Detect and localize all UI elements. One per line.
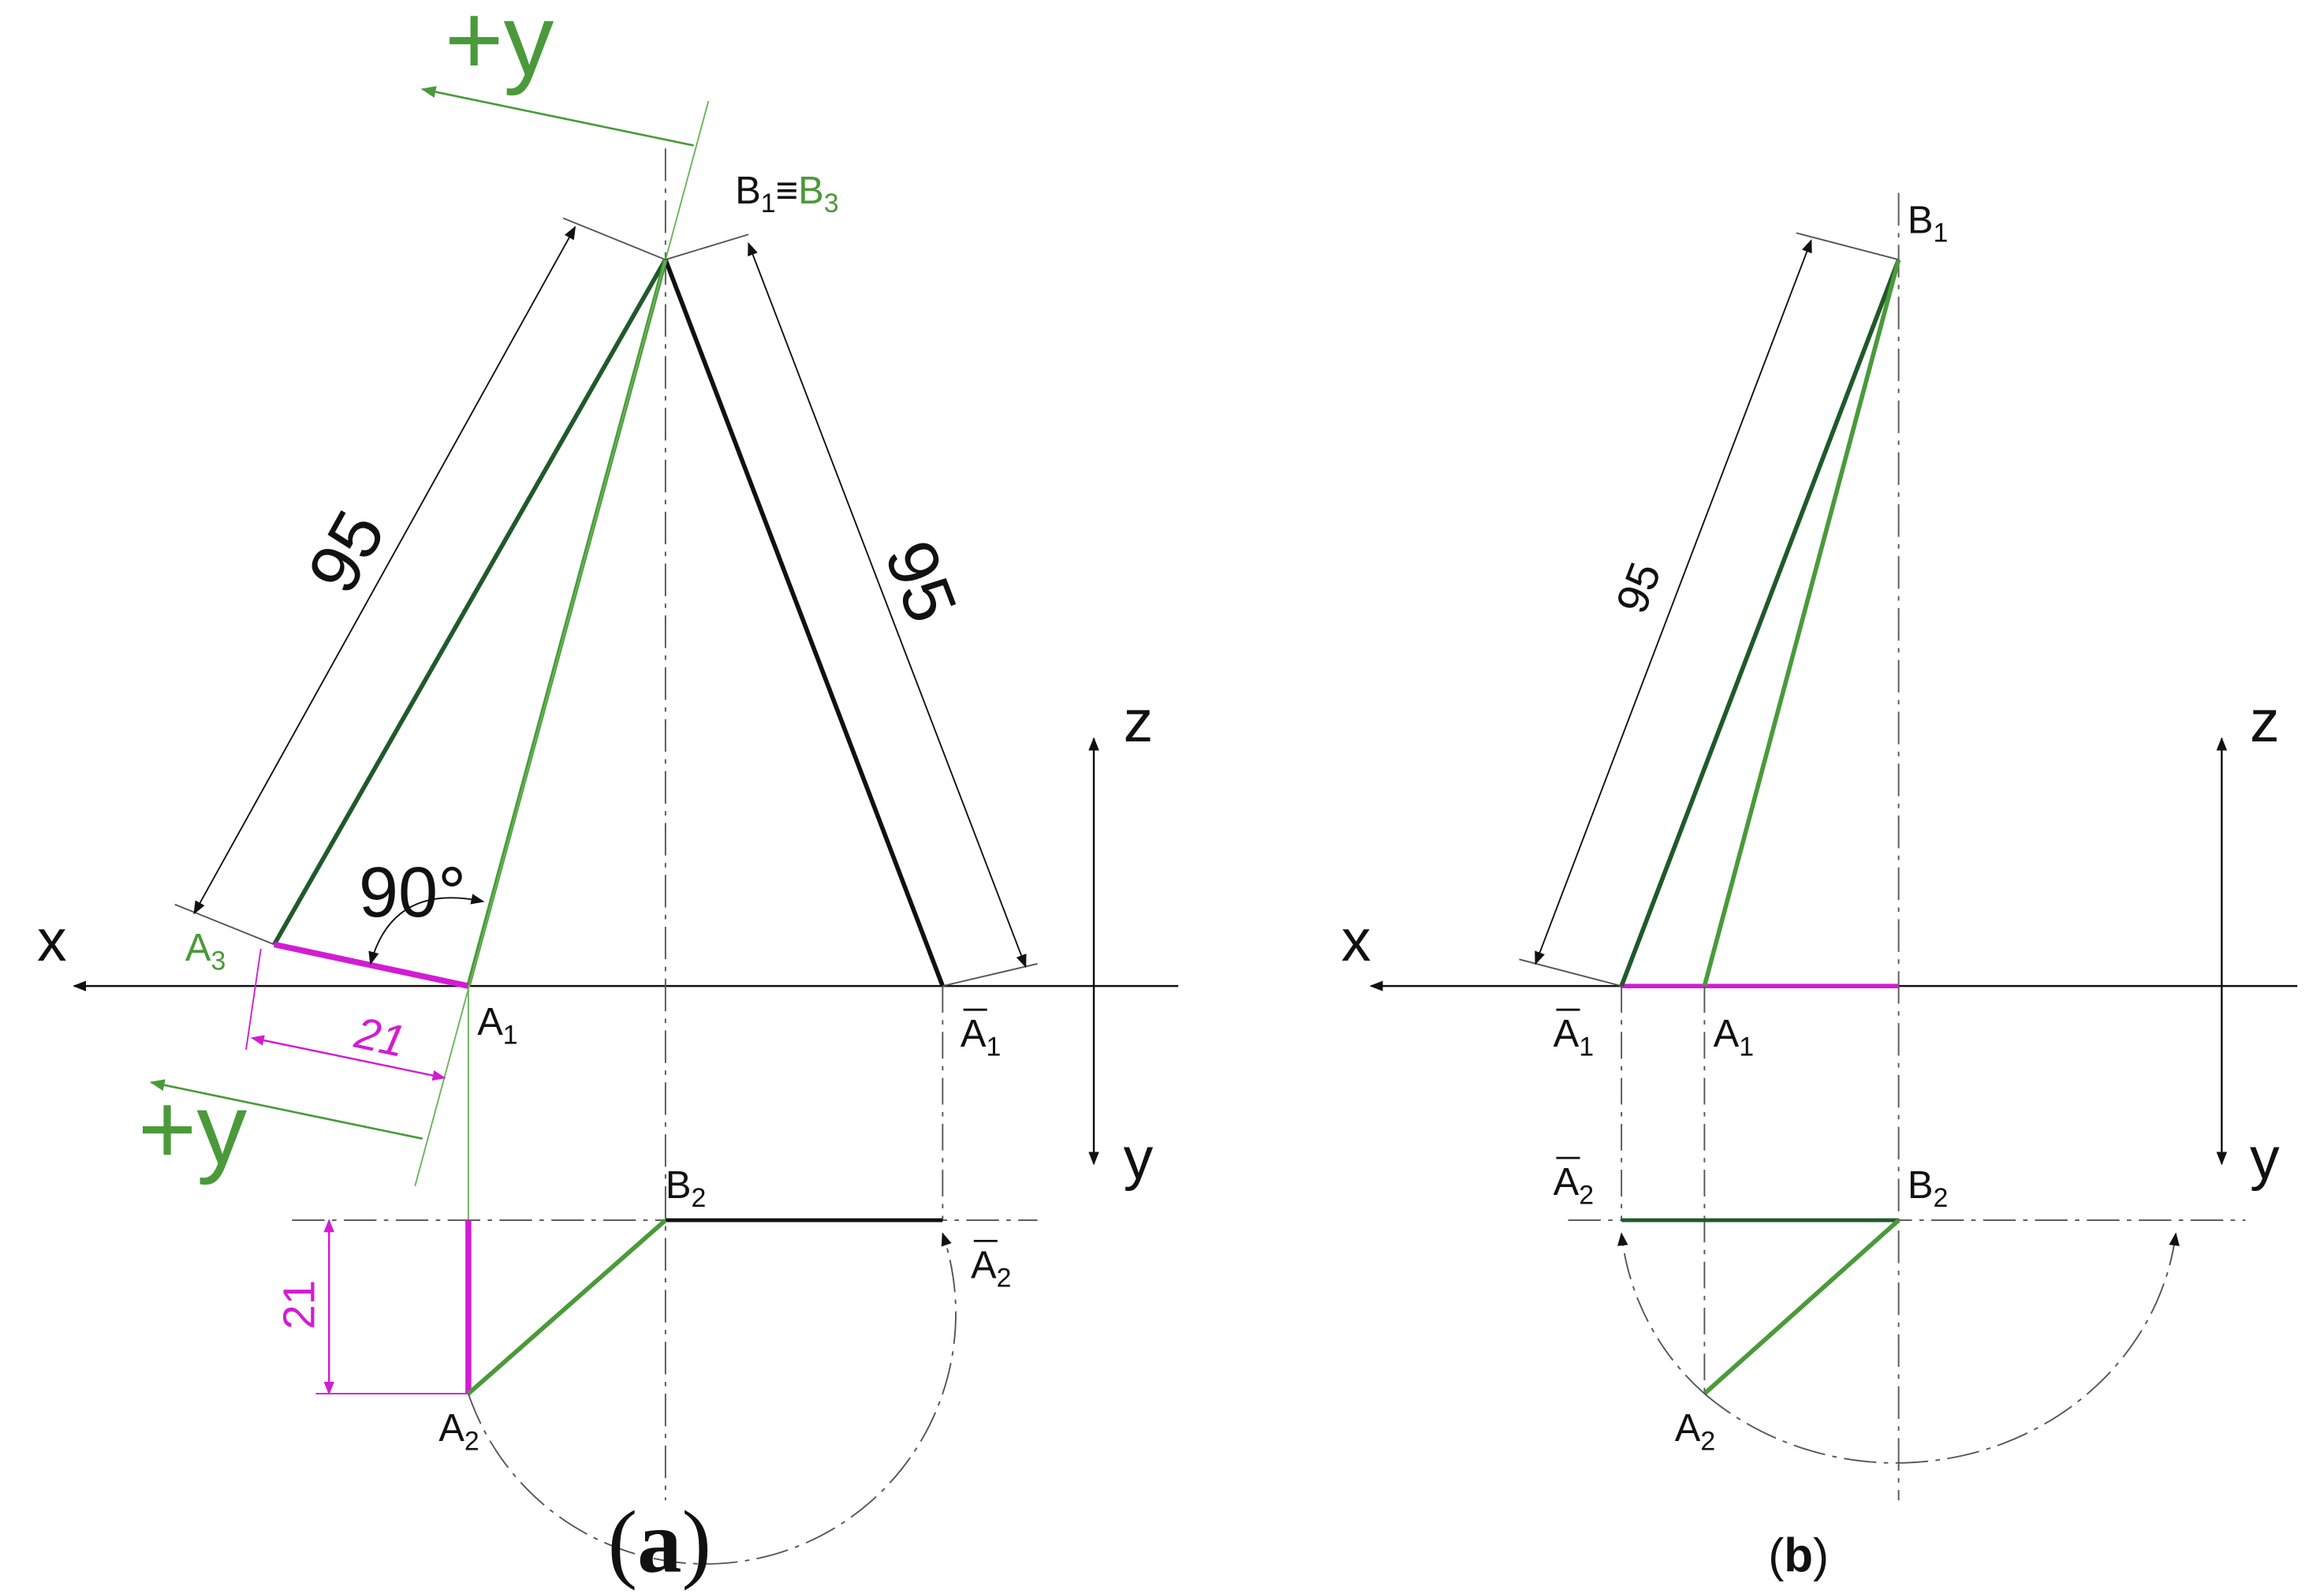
plus-y-arrow-top (420, 86, 694, 147)
dim-95-b-ext2 (1519, 958, 1622, 987)
label-a1-a: A1 (477, 1001, 517, 1050)
dim-95-left-ext2 (562, 217, 666, 261)
svg-text:A2: A2 (971, 1244, 1011, 1293)
rotation-arc-b-right (1703, 1232, 2180, 1464)
line-b2-a2-b (1703, 1218, 1901, 1396)
label-abar2-b: A2 (1554, 1156, 1594, 1210)
dim-95-b: 95 (1606, 556, 1670, 620)
line-b1-a1-b (1702, 259, 1901, 987)
line-b1-abar1-b (1619, 259, 1901, 987)
plus-y-arrow-bottom (149, 1079, 423, 1140)
dim-21-h-line (250, 1035, 446, 1081)
label-abar1-b: A1 (1554, 1008, 1594, 1062)
dim-95-right-ext2 (942, 963, 1038, 987)
label-b2-a: B2 (666, 1164, 706, 1213)
dim-95-right-ext1 (665, 233, 749, 261)
caption-b: (b) (1768, 1529, 1829, 1582)
dim-95-left-line (193, 226, 576, 915)
rotation-arc-a (468, 1232, 957, 1565)
dim-95-b-line (1535, 239, 1812, 965)
line-b3-a3 (272, 258, 668, 946)
label-plus-y-bottom: +y (138, 1073, 248, 1186)
label-a1-b: A1 (1714, 1013, 1754, 1062)
caption-a: (a) (608, 1494, 711, 1592)
label-x-a: x (37, 907, 67, 973)
svg-text:A1: A1 (1554, 1013, 1594, 1062)
rotation-arc-b-left (1617, 1232, 1706, 1394)
svg-text:A1: A1 (961, 1013, 1001, 1062)
angle-arc-90 (368, 894, 485, 965)
line-b2-a2 (467, 1218, 667, 1396)
label-b1-b: B1 (1908, 199, 1948, 248)
dim-95-right-line (748, 241, 1027, 969)
label-x-b: x (1341, 907, 1371, 973)
panel-b: 95 x z y B1 A1 A1 A2 B2 A2 (b) (1341, 192, 2298, 1582)
dim-95-b-ext1 (1796, 232, 1899, 261)
dim-21-horizontal: 21 (350, 1007, 409, 1066)
label-plus-y-top: +y (445, 0, 554, 96)
line-a3-a1 (273, 941, 469, 989)
dim-21-h-ext (245, 949, 262, 1051)
angle-90-label: 90° (359, 853, 466, 932)
label-b1-a: B1≡B3 (735, 170, 838, 218)
dim-95-left: 95 (293, 498, 401, 606)
dim-95-left-ext1 (174, 903, 275, 946)
dim-21-vertical: 21 (274, 1280, 323, 1330)
label-a2-a: A2 (438, 1407, 479, 1456)
label-y-a: y (1124, 1125, 1154, 1191)
aux-axis-a (414, 100, 710, 1187)
label-b2-b: B2 (1908, 1164, 1948, 1213)
label-abar1-a: A1 (961, 1008, 1001, 1062)
label-z-a: z (1124, 688, 1154, 754)
label-a2-b: A2 (1675, 1407, 1715, 1456)
label-z-b: z (2250, 688, 2280, 754)
panel-a: 95 95 90° 21 21 +y +y x z (37, 0, 1179, 1592)
svg-text:A2: A2 (1554, 1161, 1594, 1210)
label-y-b: y (2250, 1125, 2280, 1191)
dim-95-right: 95 (869, 530, 972, 633)
label-a3: A3 (185, 927, 226, 976)
label-abar2-a: A2 (971, 1239, 1011, 1293)
